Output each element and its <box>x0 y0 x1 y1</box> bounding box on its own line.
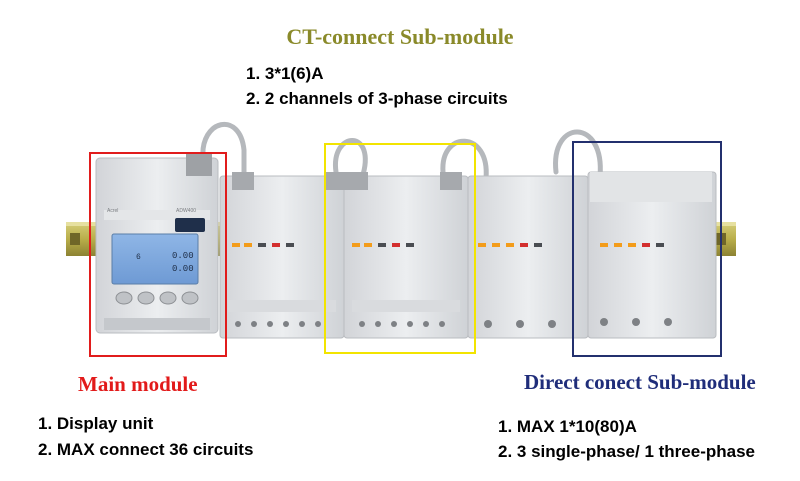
direct-module-title: Direct conect Sub-module <box>524 370 756 394</box>
lcd-value-2: 0.00 <box>172 264 194 274</box>
ct-module-title: CT-connect Sub-module <box>286 24 514 49</box>
ct-spec-2: 2. 2 channels of 3-phase circuits <box>246 89 508 108</box>
main-button-4 <box>181 291 199 305</box>
main-spec-1: 1. Display unit <box>38 414 154 433</box>
main-button-3 <box>159 291 177 305</box>
ct-sub-module-devices <box>219 172 469 339</box>
main-module-device: Acrel ADW400 6 0.00 0.00 <box>95 154 219 334</box>
lcd-index: 6 <box>136 253 141 262</box>
main-brand-text: Acrel <box>107 208 118 214</box>
direct-module-frame <box>572 141 722 357</box>
main-button-2 <box>137 291 155 305</box>
direct-sub-module-device <box>467 171 717 339</box>
lcd-value-1: 0.00 <box>172 251 194 261</box>
direct-spec-1: 1. MAX 1*10(80)A <box>498 417 637 436</box>
direct-spec-2: 2. 3 single-phase/ 1 three-phase <box>498 442 755 461</box>
main-module-title: Main module <box>78 372 198 396</box>
ct-spec-1: 1. 3*1(6)A <box>246 64 324 83</box>
main-module-frame <box>89 152 227 357</box>
main-model-text: ADW400 <box>176 208 196 214</box>
connection-cables <box>200 121 603 183</box>
main-button-1 <box>115 291 133 305</box>
main-spec-2: 2. MAX connect 36 circuits <box>38 440 254 459</box>
ct-module-frame <box>324 143 476 354</box>
